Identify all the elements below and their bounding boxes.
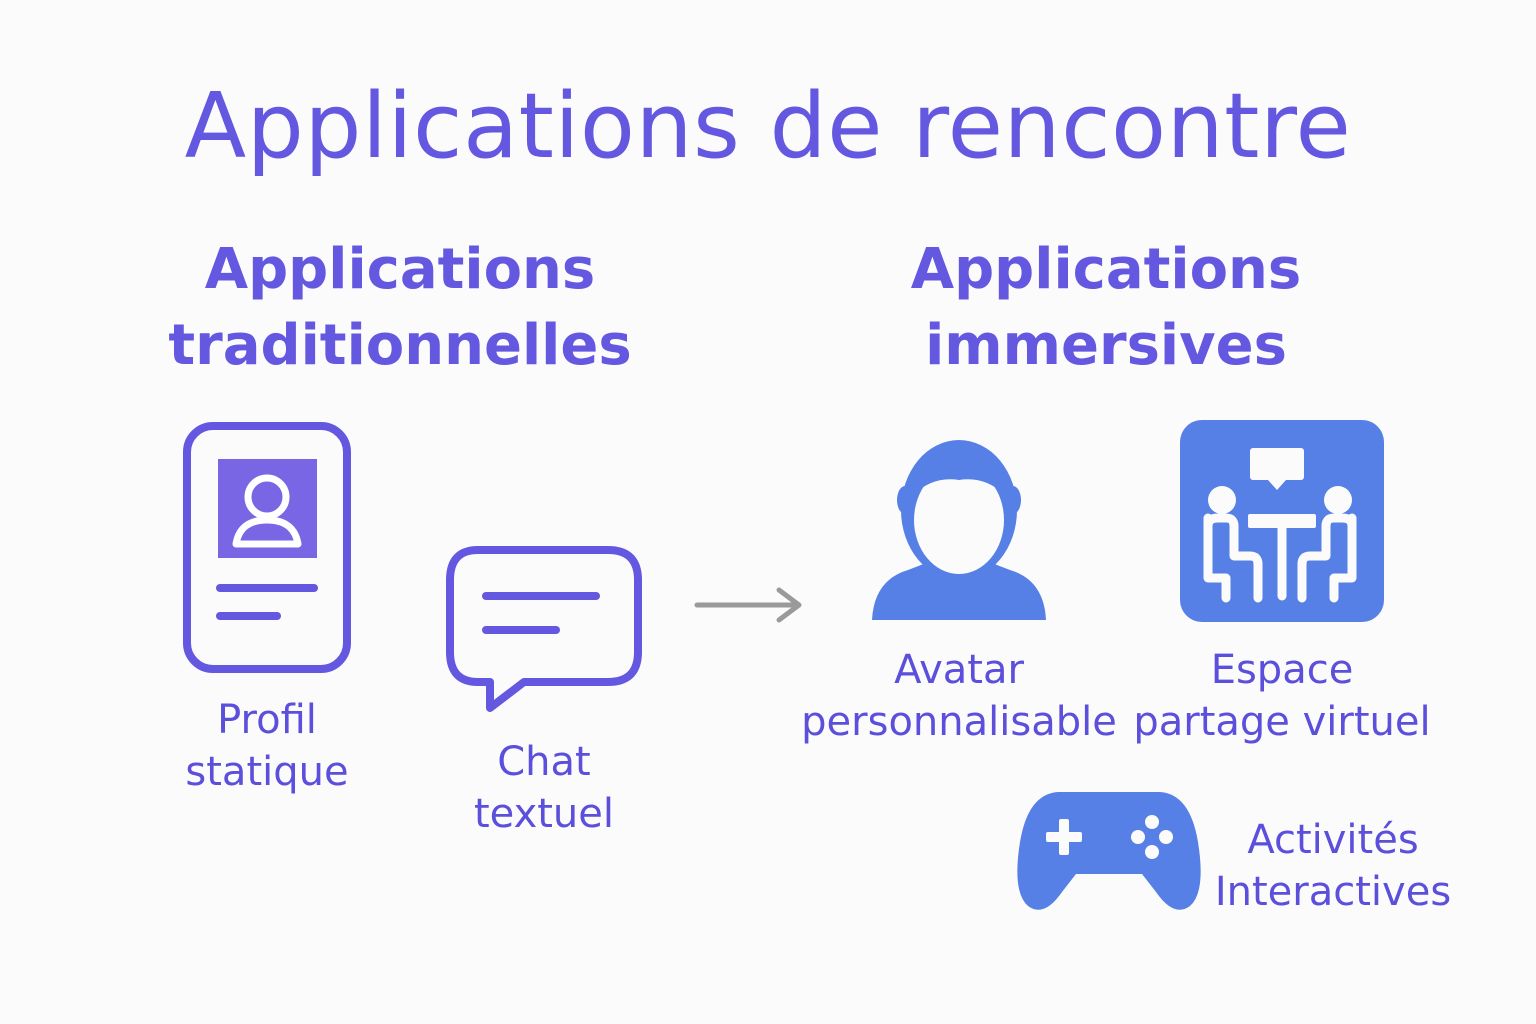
chat-bubble-icon: [446, 546, 642, 712]
traditional-heading-line2: traditionnelles: [168, 313, 632, 378]
immersive-heading-line1: Applications: [910, 237, 1302, 302]
profile-card-icon: [183, 422, 351, 673]
activities-label: Activités Interactives: [1214, 817, 1452, 915]
avatar-icon: [872, 440, 1046, 620]
traditional-heading: Applications traditionnelles: [150, 232, 650, 384]
page-title: Applications de rencontre: [184, 74, 1352, 179]
game-controller-icon: [1017, 792, 1201, 910]
shared-space-label: Espace partage virtuel: [1133, 647, 1431, 745]
arrow-right-icon: [694, 587, 802, 623]
shared-space-icon: [1180, 420, 1384, 622]
profile-label: Profil statique: [185, 697, 349, 795]
traditional-heading-line1: Applications: [204, 237, 596, 302]
immersive-heading: Applications immersives: [856, 232, 1356, 384]
avatar-label: Avatar personnalisable: [801, 647, 1117, 745]
immersive-heading-line2: immersives: [925, 313, 1287, 378]
chat-label: Chat textuel: [473, 739, 615, 837]
